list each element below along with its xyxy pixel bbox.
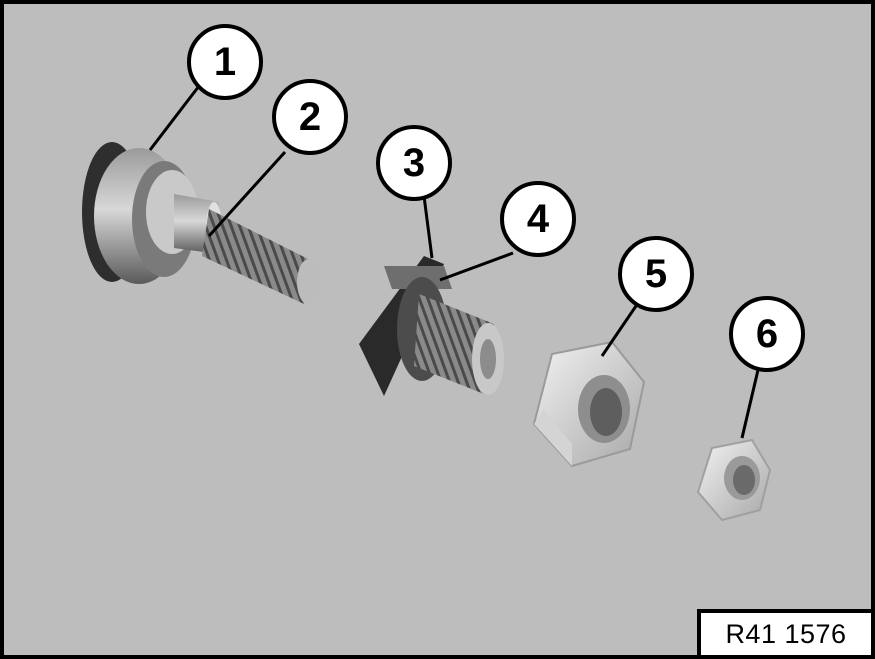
callout-number-5: 5	[645, 252, 667, 296]
callout-5: 5	[618, 236, 694, 312]
leader-line-4	[439, 251, 514, 282]
small-hex-nut-part	[696, 438, 772, 522]
leader-line-5	[600, 305, 638, 357]
exploded-parts-illustration: 1 2 3 4 5 6	[82, 24, 805, 522]
callout-number-6: 6	[756, 312, 778, 356]
leader-line-6	[740, 369, 760, 439]
callout-6: 6	[729, 296, 805, 372]
leader-line-1	[148, 85, 201, 151]
callout-number-3: 3	[403, 141, 425, 185]
callout-number-1: 1	[214, 40, 236, 84]
callout-number-2: 2	[299, 95, 321, 139]
bolt-part	[82, 142, 321, 305]
callout-3: 3	[376, 125, 452, 201]
large-hex-nut-part	[532, 340, 646, 468]
collar-sleeve-part	[359, 256, 504, 396]
leader-lines	[148, 85, 760, 439]
callout-2: 2	[272, 79, 348, 155]
reference-code-box: R41 1576	[697, 609, 871, 655]
callout-4: 4	[500, 181, 576, 257]
leader-line-3	[422, 195, 434, 259]
callout-1: 1	[187, 24, 263, 100]
leader-line-2	[207, 150, 287, 238]
callout-number-4: 4	[527, 197, 550, 241]
reference-code: R41 1576	[725, 618, 847, 649]
